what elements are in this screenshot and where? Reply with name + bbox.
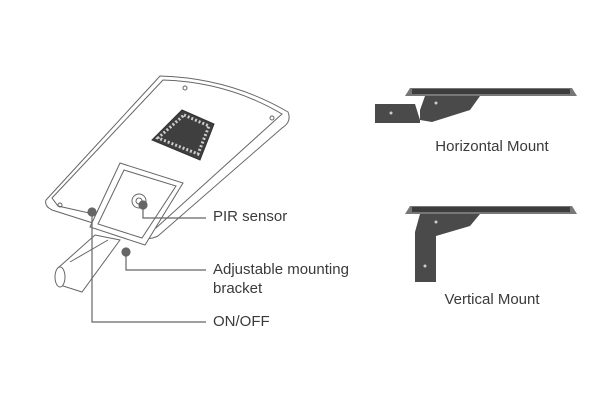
callout-lines <box>87 200 206 323</box>
vertical-mount-drawing <box>405 206 577 282</box>
mounting-bracket <box>54 234 121 293</box>
bracket-label-line2: bracket <box>213 280 263 297</box>
on-off-label: ON/OFF <box>213 313 270 330</box>
sensor-housing <box>89 162 184 246</box>
led-module <box>151 109 215 161</box>
horizontal-mount-drawing <box>375 88 577 123</box>
horizontal-mount-caption: Horizontal Mount <box>435 138 549 155</box>
bracket-label-line1: Adjustable mounting <box>213 261 349 278</box>
vertical-mount-caption: Vertical Mount <box>444 291 540 308</box>
pir-sensor-label: PIR sensor <box>213 208 288 225</box>
